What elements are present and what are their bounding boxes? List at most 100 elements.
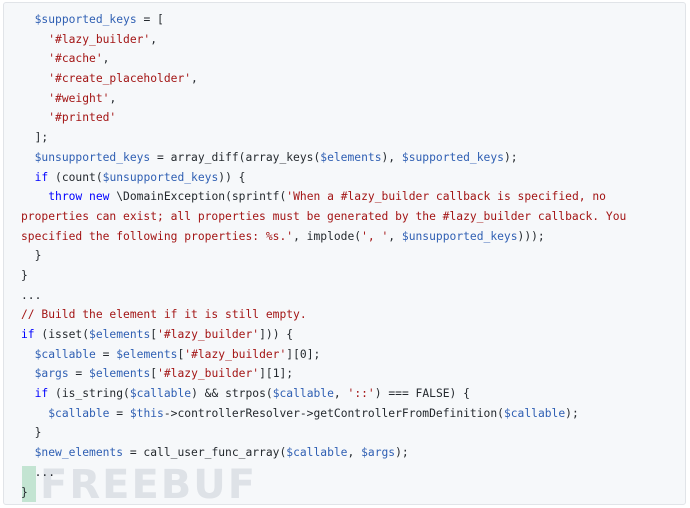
code-token: } bbox=[21, 249, 42, 263]
code-token bbox=[21, 171, 35, 184]
code-block: $supported_keys = [ '#lazy_builder', '#c… bbox=[3, 2, 686, 505]
code-token: '#weight' bbox=[48, 91, 110, 105]
code-token bbox=[21, 407, 48, 420]
code-token: = call_user_func_array( bbox=[123, 446, 287, 460]
code-line: // Build the element if it is still empt… bbox=[21, 305, 685, 325]
code-token: '#lazy_builder' bbox=[157, 367, 260, 381]
code-token: '#cache' bbox=[48, 52, 103, 66]
code-token: $elements bbox=[116, 347, 178, 361]
code-token bbox=[21, 190, 48, 203]
code-token bbox=[21, 446, 35, 459]
code-token: $elements bbox=[320, 150, 382, 164]
code-line: $callable = $elements['#lazy_builder'][0… bbox=[21, 345, 685, 365]
code-token: '#create_placeholder' bbox=[48, 72, 192, 86]
code-token: $callable bbox=[48, 406, 110, 420]
code-token: , bbox=[191, 72, 198, 86]
code-token: ... bbox=[21, 288, 42, 302]
code-line: } bbox=[21, 423, 685, 443]
code-line: '#printed' bbox=[21, 108, 685, 128]
code-line: $supported_keys = [ bbox=[21, 10, 685, 30]
code-token: )) { bbox=[218, 170, 246, 184]
code-token: '::' bbox=[347, 387, 375, 401]
code-token: 'When a #lazy_builder callback is specif… bbox=[286, 190, 606, 204]
code-token: $args bbox=[361, 446, 396, 460]
code-token: $callable bbox=[129, 387, 192, 401]
code-line: $callable = $this->controllerResolver->g… bbox=[21, 404, 685, 424]
code-token: , bbox=[388, 229, 402, 243]
code-token: $unsupported_keys bbox=[102, 170, 219, 184]
code-token: if bbox=[34, 387, 49, 401]
code-line: '#cache', bbox=[21, 49, 685, 69]
code-token bbox=[21, 367, 35, 380]
code-token: $unsupported_keys bbox=[401, 229, 518, 243]
code-token: throw bbox=[48, 190, 83, 204]
code-line: '#create_placeholder', bbox=[21, 69, 685, 89]
code-line: '#weight', bbox=[21, 89, 685, 109]
code-token: $callable bbox=[503, 406, 566, 420]
code-token: , bbox=[109, 91, 117, 105]
code-token: $callable bbox=[34, 347, 96, 361]
code-token: ) === FALSE) { bbox=[374, 387, 470, 401]
code-token: ); bbox=[565, 406, 579, 420]
code-token: = bbox=[68, 367, 90, 381]
code-token bbox=[21, 387, 35, 400]
code-token: \DomainException(sprintf( bbox=[109, 190, 287, 204]
code-token: $callable bbox=[286, 446, 348, 460]
code-token: , implode( bbox=[293, 229, 362, 243]
code-line: $new_elements = call_user_func_array($ca… bbox=[21, 443, 685, 463]
code-token: ), bbox=[381, 150, 402, 164]
code-token: ->controllerResolver->getControllerFromD… bbox=[163, 406, 504, 420]
code-token: if bbox=[21, 328, 35, 341]
code-token: ]; bbox=[21, 131, 49, 145]
code-token: '#lazy_builder' bbox=[48, 32, 151, 46]
code-token: ) && strpos( bbox=[191, 387, 273, 401]
code-line: $args = $elements['#lazy_builder'][1]; bbox=[21, 364, 685, 384]
code-token: , bbox=[102, 52, 110, 66]
code-line: '#lazy_builder', bbox=[21, 30, 685, 50]
code-token bbox=[21, 33, 48, 46]
code-token: $supported_keys bbox=[401, 150, 504, 164]
freebuf-watermark: FREEBUF bbox=[22, 462, 257, 504]
code-token: } bbox=[21, 268, 28, 282]
code-token: = array_diff(array_keys( bbox=[150, 150, 321, 164]
code-token: $this bbox=[129, 406, 164, 420]
code-token: } bbox=[21, 485, 28, 499]
code-token: $unsupported_keys bbox=[34, 150, 151, 164]
code-token: ][0]; bbox=[286, 347, 321, 361]
code-token: // Build the element if it is still empt… bbox=[21, 308, 307, 322]
code-token: [ bbox=[150, 328, 158, 341]
code-token: = bbox=[95, 347, 117, 361]
code-token: ][1]; bbox=[259, 367, 294, 381]
code-line: if (count($unsupported_keys)) { bbox=[21, 168, 685, 188]
code-line: if (is_string($callable) && strpos($call… bbox=[21, 384, 685, 404]
code-token: $callable bbox=[272, 387, 334, 401]
code-token: $elements bbox=[89, 328, 151, 341]
code-token: (isset( bbox=[34, 328, 90, 341]
code-token: '#printed' bbox=[48, 111, 117, 125]
code-token: ); bbox=[395, 446, 409, 460]
code-token: = bbox=[109, 406, 130, 420]
code-token: $new_elements bbox=[34, 446, 124, 460]
code-token: new bbox=[89, 190, 110, 204]
code-token bbox=[21, 13, 35, 26]
code-line: ]; bbox=[21, 128, 685, 148]
code-token bbox=[21, 151, 35, 164]
code-token: $supported_keys bbox=[34, 13, 137, 26]
code-token bbox=[21, 72, 48, 85]
code-token bbox=[21, 92, 48, 105]
code-token: ', ' bbox=[361, 229, 389, 243]
code-token: = [ bbox=[136, 13, 164, 26]
code-token: (is_string( bbox=[48, 387, 130, 401]
code-token bbox=[21, 348, 35, 361]
code-token: ); bbox=[503, 150, 518, 164]
code-token: , bbox=[333, 387, 348, 401]
code-token: ))); bbox=[517, 229, 545, 243]
code-token: [ bbox=[150, 367, 158, 381]
code-token: , bbox=[150, 32, 158, 46]
code-line: throw new \DomainException(sprintf('When… bbox=[21, 187, 685, 207]
code-token: $elements bbox=[89, 367, 151, 381]
code-token: specified the following properties: %s.' bbox=[21, 229, 294, 243]
code-line: $unsupported_keys = array_diff(array_key… bbox=[21, 148, 685, 168]
code-token: if bbox=[34, 170, 49, 184]
code-token: $args bbox=[34, 367, 69, 381]
